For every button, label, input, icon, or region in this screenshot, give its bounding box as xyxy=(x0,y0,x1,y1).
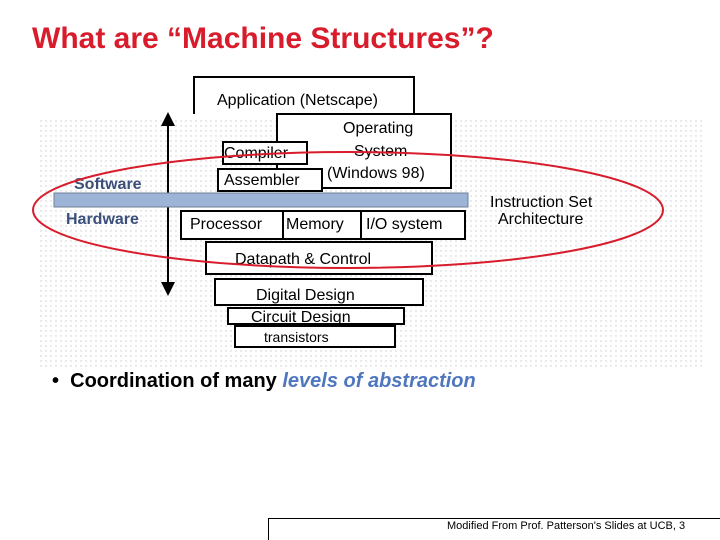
processor-label: Processor xyxy=(190,216,263,233)
compiler-label: Compiler xyxy=(224,145,289,162)
hardware-label: Hardware xyxy=(66,211,139,228)
application-label: Application (Netscape) xyxy=(217,92,378,109)
isa-bar xyxy=(53,192,469,208)
datapath-control-label: Datapath & Control xyxy=(235,251,372,268)
footer-text: Modified From Prof. Patterson's Slides a… xyxy=(447,520,686,532)
os-label-line3: (Windows 98) xyxy=(327,165,425,182)
digital-design-box: Digital Design xyxy=(214,278,424,306)
circuit-design-label: Circuit Design xyxy=(251,309,351,325)
transistors-box: transistors xyxy=(234,325,396,348)
bullet-emphasis: levels of abstraction xyxy=(282,370,476,392)
divider xyxy=(282,212,284,238)
bullet-glyph: • xyxy=(52,370,71,392)
bullet-text: Coordination of many xyxy=(70,370,283,392)
arrow-up-head xyxy=(161,112,175,126)
footer-rule xyxy=(268,518,720,519)
assembler-label: Assembler xyxy=(224,172,300,189)
software-label: Software xyxy=(74,176,142,193)
hardware-components-box: Processor Memory I/O system xyxy=(180,210,466,240)
os-label-line2: System xyxy=(354,143,408,160)
transistors-label: transistors xyxy=(264,329,329,345)
datapath-control-box: Datapath & Control xyxy=(205,241,433,275)
memory-label: Memory xyxy=(286,216,344,233)
divider xyxy=(360,212,362,238)
isa-label-line1: Instruction Set xyxy=(490,194,593,211)
isa-label-line2: Architecture xyxy=(498,211,584,228)
footer-divider xyxy=(268,518,269,540)
slide-title: What are “Machine Structures”? xyxy=(32,22,494,55)
digital-design-label: Digital Design xyxy=(256,287,355,304)
assembler-box: Assembler xyxy=(217,168,323,192)
circuit-design-box: Circuit Design xyxy=(227,307,405,325)
os-label-line1: Operating xyxy=(343,120,414,137)
bullet-point: • Coordination of many levels of abstrac… xyxy=(52,370,476,393)
isa-label: Instruction Set Architecture xyxy=(490,194,592,228)
arrow-down-head xyxy=(161,282,175,296)
application-box: Application (Netscape) xyxy=(193,76,415,114)
compiler-box: Compiler xyxy=(222,141,308,165)
io-system-label: I/O system xyxy=(366,216,443,233)
